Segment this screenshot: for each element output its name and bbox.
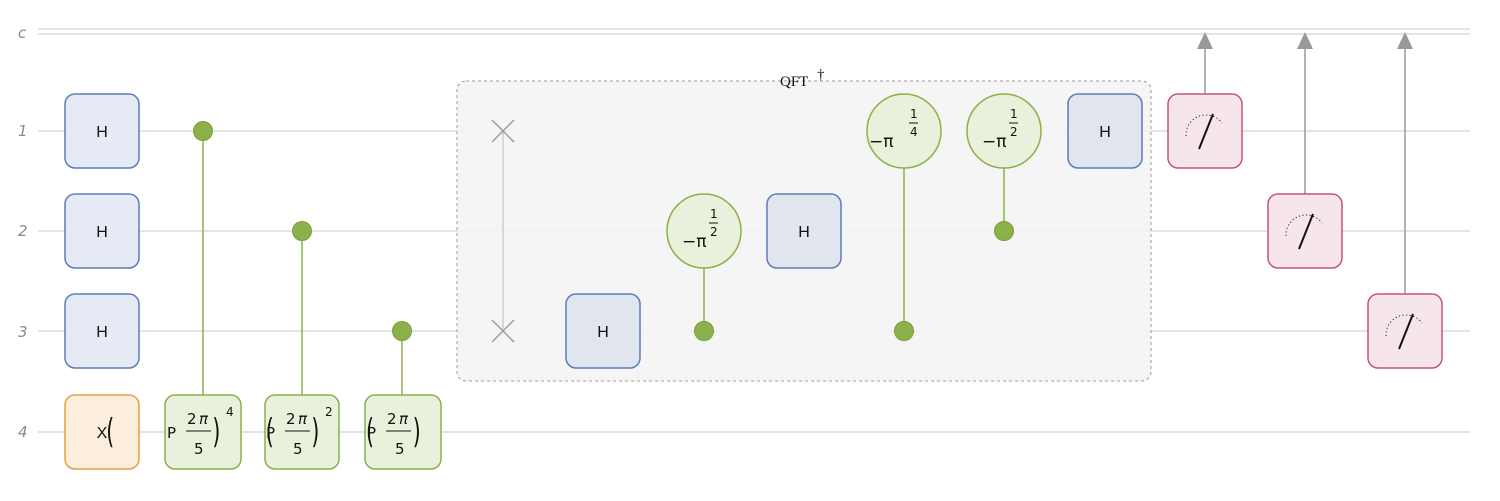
h-gate-q2-qft[interactable]: H xyxy=(766,193,842,269)
wire-label-4: 4 xyxy=(18,423,28,441)
h-gate-q1-qft[interactable]: H xyxy=(1067,93,1143,169)
exponent-4: 4 xyxy=(226,405,234,419)
minus-pi: −π xyxy=(869,132,893,152)
p-prefix: P xyxy=(167,424,176,442)
p-prefix: P xyxy=(367,424,376,442)
phase-gate-minus-pi-half-q2[interactable]: −π 1 2 xyxy=(666,193,742,269)
frac-num-two: 2 xyxy=(286,410,296,428)
measurement-arrow-q1 xyxy=(1197,32,1213,94)
wire-label-3: 3 xyxy=(18,323,28,341)
h-gate-label: H xyxy=(597,324,609,341)
measurement-arrow-q2 xyxy=(1297,32,1313,194)
measurement-arrow-q3 xyxy=(1397,32,1413,294)
frac-den: 4 xyxy=(910,125,918,139)
frac-num-pi: π xyxy=(399,410,409,428)
frac-num-two: 2 xyxy=(187,410,197,428)
exponent-2: 2 xyxy=(325,405,333,419)
right-paren: ) xyxy=(311,411,319,451)
qft-dagger-label: QFT † xyxy=(780,67,825,90)
h-gate-q3-qft[interactable]: H xyxy=(565,293,641,369)
phase-gate-p4[interactable]: P ( 2 π 5 ) 4 xyxy=(106,394,242,470)
h-gate-label: H xyxy=(96,224,108,241)
x-gate-label: X xyxy=(97,425,108,442)
phase-gate-minus-pi-quarter-q1[interactable]: −π 1 4 xyxy=(866,93,942,169)
swap-gate-q1-q3[interactable] xyxy=(491,119,515,343)
h-gate-q1[interactable]: H xyxy=(64,93,140,169)
right-paren: ) xyxy=(212,411,220,451)
left-paren: ( xyxy=(266,411,274,451)
control-dot-q3-a[interactable] xyxy=(694,321,714,341)
frac-den: 2 xyxy=(1010,125,1018,139)
classical-wire xyxy=(38,28,1470,35)
minus-pi: −π xyxy=(682,232,706,252)
frac-num: 1 xyxy=(910,107,918,121)
qft-label-text: QFT xyxy=(780,74,808,90)
frac-den: 2 xyxy=(710,225,718,239)
left-paren: ( xyxy=(106,411,114,451)
control-dot-q3-p1[interactable] xyxy=(392,321,412,341)
h-gate-label: H xyxy=(96,324,108,341)
phase-gate-p1[interactable]: P ( 2 π 5 ) xyxy=(364,394,442,470)
measure-gate-q1[interactable] xyxy=(1167,93,1243,169)
control-dot-q2[interactable] xyxy=(994,221,1014,241)
h-gate-label: H xyxy=(798,224,810,241)
qft-dagger-symbol: † xyxy=(817,67,825,83)
phase-gate-p2[interactable]: P ( 2 π 5 ) 2 xyxy=(264,394,340,470)
frac-num: 1 xyxy=(710,207,718,221)
wire-label-2: 2 xyxy=(18,222,28,240)
minus-pi: −π xyxy=(982,132,1006,152)
frac-den-five: 5 xyxy=(293,440,303,458)
control-dot-q1-p4[interactable] xyxy=(193,121,213,141)
h-gate-label: H xyxy=(96,124,108,141)
phase-gate-minus-pi-half-q1[interactable]: −π 1 2 xyxy=(966,93,1042,169)
frac-num-pi: π xyxy=(199,410,209,428)
frac-num: 1 xyxy=(1010,107,1018,121)
p-prefix: P xyxy=(266,424,275,442)
frac-num-two: 2 xyxy=(387,410,397,428)
h-gate-q3[interactable]: H xyxy=(64,293,140,369)
h-gate-q2[interactable]: H xyxy=(64,193,140,269)
wire-label-1: 1 xyxy=(18,122,28,140)
frac-den-five: 5 xyxy=(194,440,204,458)
left-paren: ( xyxy=(366,411,374,451)
frac-num-pi: π xyxy=(298,410,308,428)
x-gate-q4[interactable]: X xyxy=(64,394,140,470)
h-gate-label: H xyxy=(1099,124,1111,141)
measure-gate-q2[interactable] xyxy=(1267,193,1343,269)
measure-gate-q3[interactable] xyxy=(1367,293,1443,369)
control-dot-q3-b[interactable] xyxy=(894,321,914,341)
control-dot-q2-p2[interactable] xyxy=(292,221,312,241)
wire-label-c: c xyxy=(18,24,27,42)
frac-den-five: 5 xyxy=(395,440,405,458)
right-paren: ) xyxy=(413,411,421,451)
